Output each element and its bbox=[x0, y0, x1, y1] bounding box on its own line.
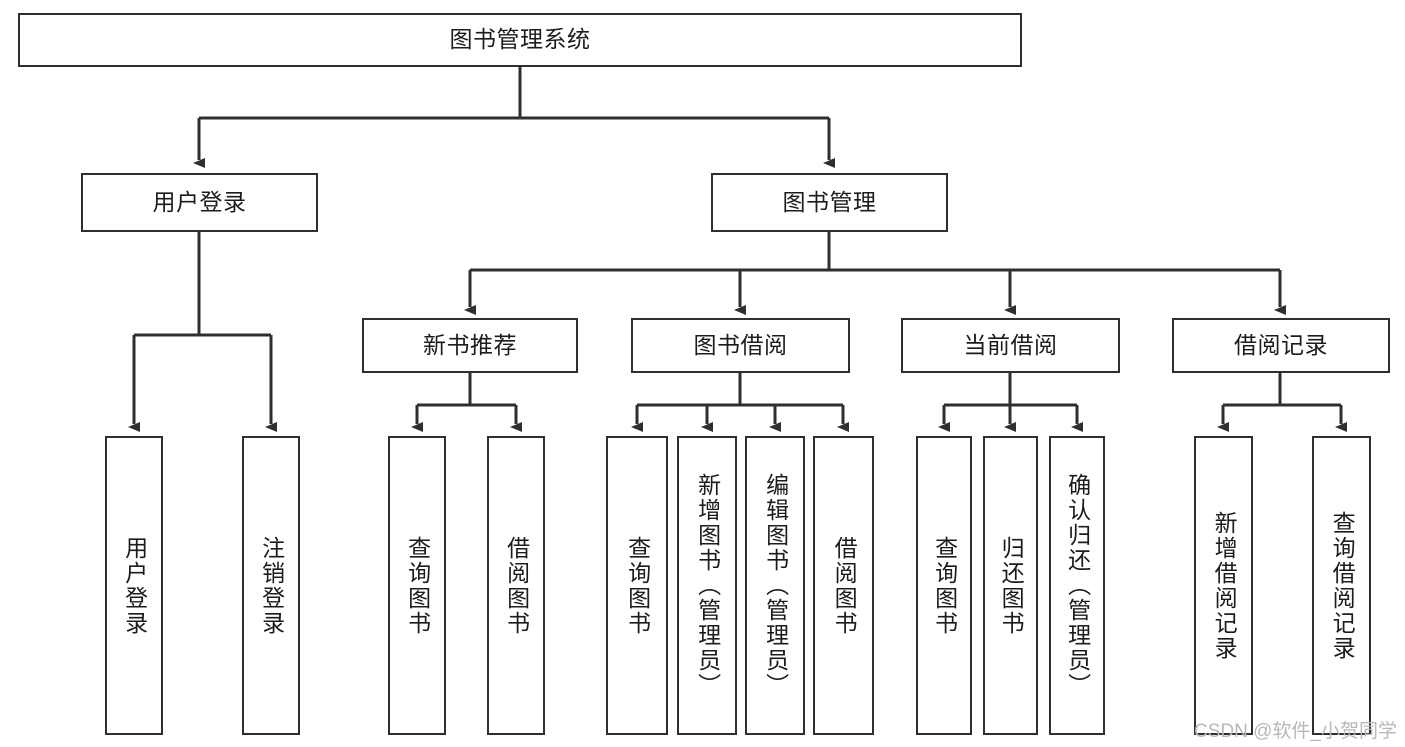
node-leaf-label: 归还图书 bbox=[998, 535, 1025, 636]
node-leaf-label: 注销登录 bbox=[258, 535, 285, 636]
node-leaf-label: 编辑图书（管理员） bbox=[762, 473, 789, 698]
node-leaf-label: 新增图书（管理员） bbox=[694, 473, 721, 698]
node-level2-book-management[interactable]: 图书管理 bbox=[711, 173, 948, 232]
watermark-text: CSDN @软件_小贺同学 bbox=[1194, 721, 1397, 742]
node-leaf-edit-book-admin[interactable]: 编辑图书（管理员） bbox=[745, 436, 805, 735]
node-leaf-logout-login[interactable]: 注销登录 bbox=[242, 436, 300, 735]
node-leaf-label: 借阅图书 bbox=[503, 535, 530, 636]
node-leaf-add-borrow-record[interactable]: 新增借阅记录 bbox=[1194, 436, 1253, 735]
node-level3-book-borrowing[interactable]: 图书借阅 bbox=[631, 318, 850, 373]
node-leaf-label: 借阅图书 bbox=[831, 535, 858, 636]
node-level3-new-book-recommendation[interactable]: 新书推荐 bbox=[362, 318, 578, 373]
node-root[interactable]: 图书管理系统 bbox=[18, 13, 1022, 67]
node-leaf-query-borrow-record[interactable]: 查询借阅记录 bbox=[1312, 436, 1371, 735]
node-leaf-borrow-books-recommend[interactable]: 借阅图书 bbox=[487, 436, 545, 735]
node-leaf-return-books[interactable]: 归还图书 bbox=[983, 436, 1038, 735]
node-leaf-confirm-return-admin[interactable]: 确认归还（管理员） bbox=[1049, 436, 1105, 735]
node-leaf-label: 查询图书 bbox=[404, 535, 431, 636]
node-leaf-label: 确认归还（管理员） bbox=[1064, 473, 1091, 698]
node-leaf-query-books-recommend[interactable]: 查询图书 bbox=[388, 436, 446, 735]
node-level3-borrow-records[interactable]: 借阅记录 bbox=[1172, 318, 1390, 373]
node-leaf-label: 查询图书 bbox=[931, 535, 958, 636]
node-leaf-label: 用户登录 bbox=[121, 535, 148, 636]
node-level2-user-login[interactable]: 用户登录 bbox=[81, 173, 318, 232]
node-leaf-label: 新增借阅记录 bbox=[1211, 510, 1238, 661]
node-leaf-borrow-books-borrowing[interactable]: 借阅图书 bbox=[813, 436, 874, 735]
node-leaf-label: 查询图书 bbox=[624, 535, 651, 636]
node-leaf-label: 查询借阅记录 bbox=[1329, 510, 1356, 661]
node-leaf-query-books-borrowing[interactable]: 查询图书 bbox=[606, 436, 668, 735]
node-level3-current-borrowing[interactable]: 当前借阅 bbox=[901, 318, 1120, 373]
node-leaf-user-login[interactable]: 用户登录 bbox=[105, 436, 163, 735]
node-leaf-query-books-current[interactable]: 查询图书 bbox=[916, 436, 972, 735]
node-leaf-add-book-admin[interactable]: 新增图书（管理员） bbox=[677, 436, 737, 735]
